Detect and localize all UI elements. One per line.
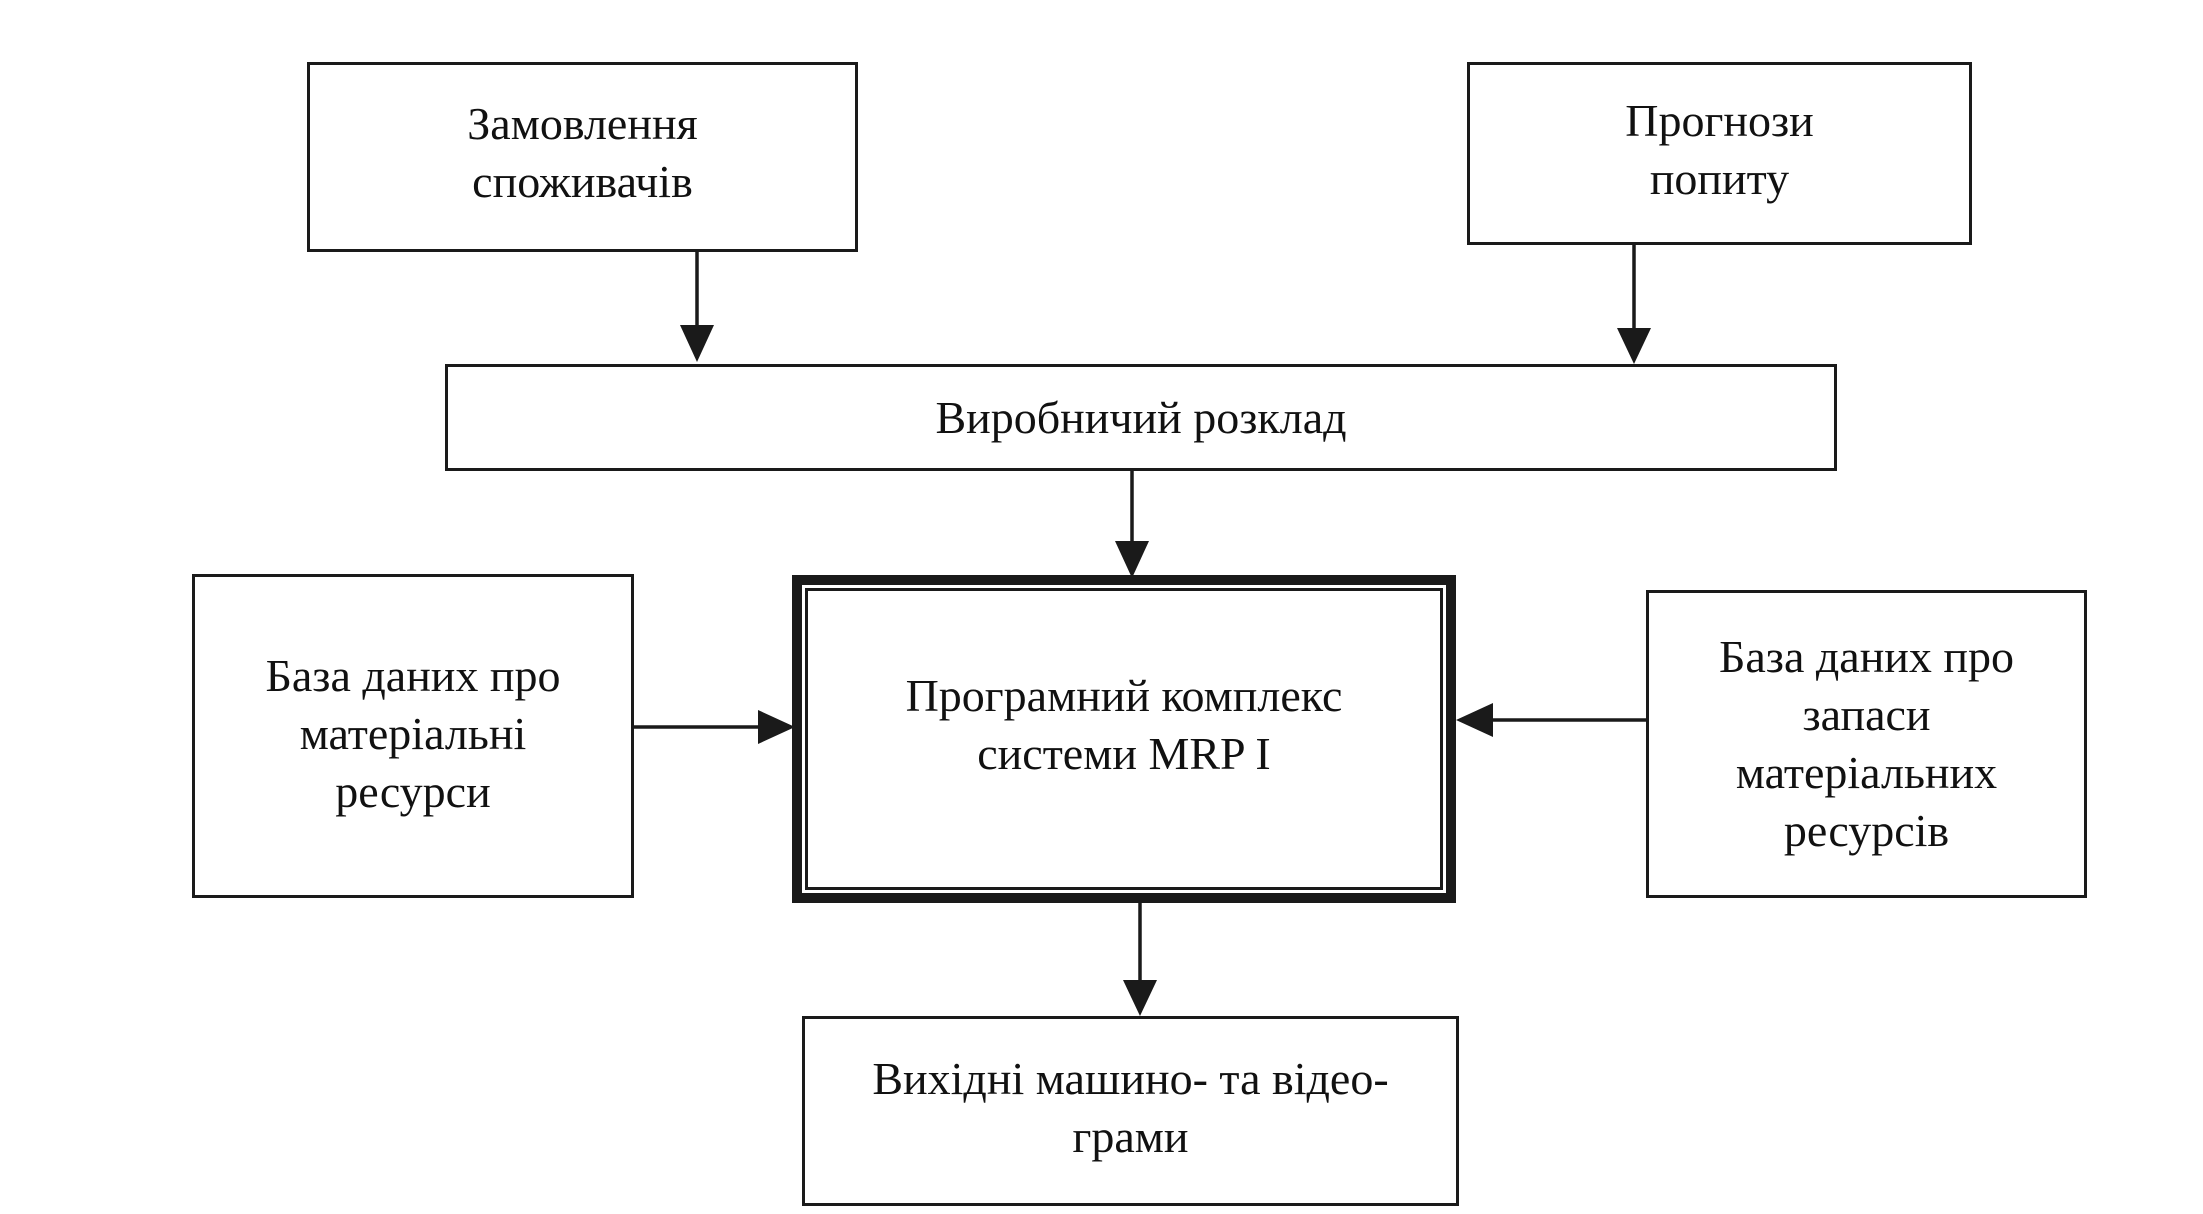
node-output-documents: Вихідні машино- та відео- грами [802,1016,1459,1206]
node-materials-database-label: База даних про матеріальні ресурси [265,650,561,817]
node-mrp-software-label: Програмний комплекс системи MRP I [905,670,1343,779]
node-materials-database: База даних про матеріальні ресурси [192,574,634,898]
node-customer-orders-label: Замовлення споживачів [467,98,698,207]
arrow-forecast-to-schedule [1617,245,1651,364]
arrow-materials-db-to-mrp [634,710,795,744]
node-stock-database-label: База даних про запаси матеріальних ресур… [1718,631,2015,856]
node-demand-forecast: Прогнози попиту [1467,62,1972,245]
node-demand-forecast-label: Прогнози попиту [1625,94,1814,204]
arrow-stock-db-to-mrp [1456,703,1646,737]
node-mrp-software-inner-frame: Програмний комплекс системи MRP I [805,588,1443,890]
node-stock-database: База даних про запаси матеріальних ресур… [1646,590,2087,898]
node-production-schedule-label: Виробничий розклад [935,391,1347,443]
arrow-orders-to-schedule [680,252,714,362]
arrow-schedule-to-mrp [1115,471,1149,578]
node-customer-orders: Замовлення споживачів [307,62,858,252]
arrow-mrp-to-output [1123,903,1157,1016]
node-mrp-software: Програмний комплекс системи MRP I [792,575,1456,903]
node-production-schedule: Виробничий розклад [445,364,1837,471]
node-output-documents-label: Вихідні машино- та відео- грами [872,1053,1389,1162]
